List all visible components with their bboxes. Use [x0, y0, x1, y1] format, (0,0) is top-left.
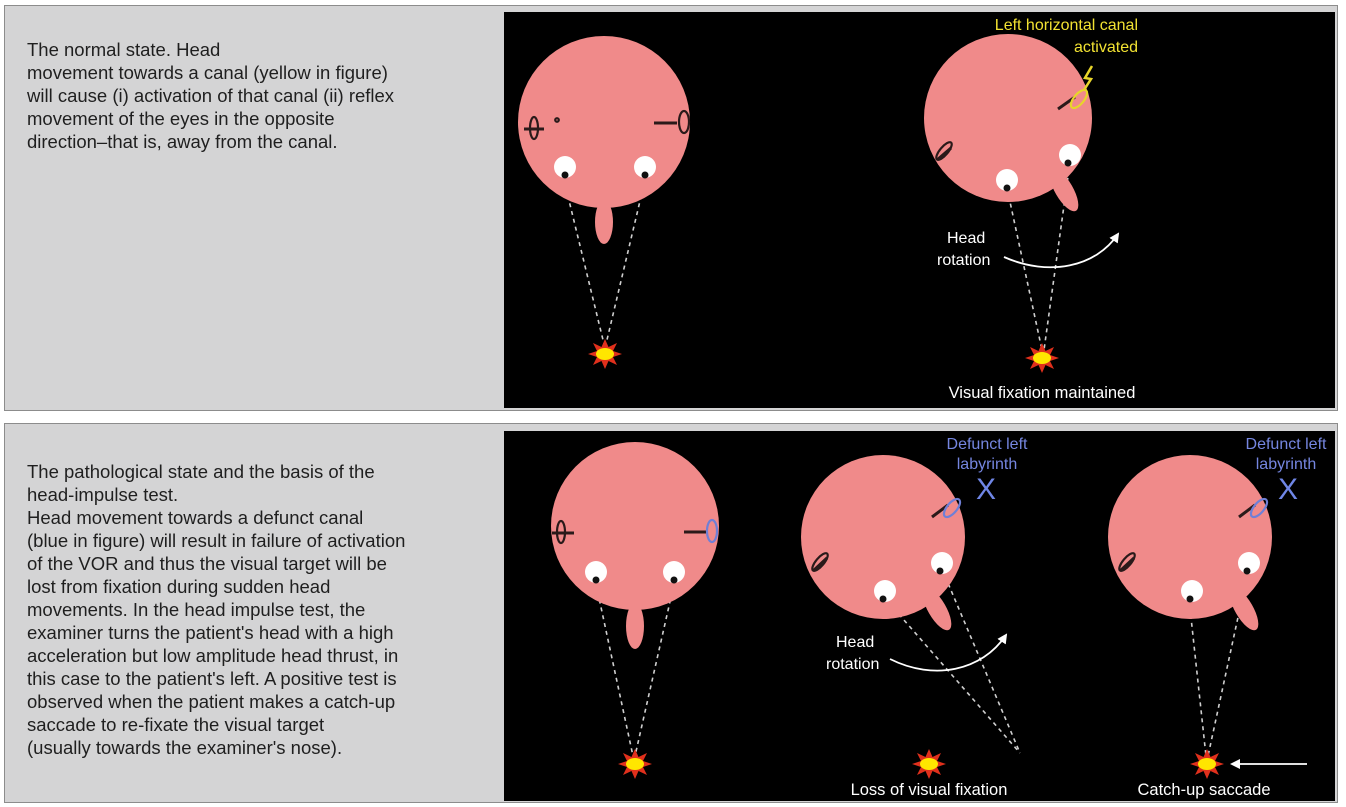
- activated-label-line1: Left horizontal canal: [995, 17, 1138, 34]
- head-rotation-label-line2: rotation: [826, 656, 879, 673]
- fixation-maintained-caption: Visual fixation maintained: [949, 384, 1136, 402]
- normal-state-description: The normal state. Head movement towards …: [27, 38, 497, 153]
- defunct-label-b-line2: labyrinth: [957, 456, 1017, 473]
- pathological-state-panel: The pathological state and the basis of …: [4, 423, 1338, 803]
- visual-target-a: [618, 749, 652, 779]
- loss-of-fixation-caption: Loss of visual fixation: [851, 781, 1008, 799]
- defunct-label-c-line2: labyrinth: [1256, 456, 1316, 473]
- visual-target-b: [912, 749, 946, 779]
- pathological-state-description: The pathological state and the basis of …: [27, 460, 497, 759]
- head-rotated: [924, 34, 1092, 350]
- normal-state-illustration: Left horizontal canal activated Head rot…: [504, 12, 1335, 408]
- head-rotation-label-line2: rotation: [937, 252, 990, 269]
- defunct-label-b-line1: Defunct left: [947, 436, 1028, 453]
- normal-state-panel: The normal state. Head movement towards …: [4, 5, 1338, 411]
- defunct-label-c-line1: Defunct left: [1246, 436, 1327, 453]
- defunct-x-mark-b: X: [976, 473, 996, 506]
- visual-target-c: [1190, 749, 1224, 779]
- visual-target-2: [1025, 343, 1059, 373]
- defunct-x-mark-c: X: [1278, 473, 1298, 506]
- head-neutral: [518, 36, 690, 344]
- rotation-arrow: [890, 635, 1006, 671]
- visual-target-1: [588, 339, 622, 369]
- head-neutral-defunct: [551, 442, 719, 756]
- head-rotation-label-line1: Head: [836, 634, 874, 651]
- head-rotated-catchup: [1108, 455, 1272, 756]
- head-rotation-label-line1: Head: [947, 230, 985, 247]
- pathological-state-illustration: Defunct left labyrinth X Head rotation L…: [504, 431, 1335, 801]
- activated-label-line2: activated: [1074, 39, 1138, 56]
- catchup-saccade-caption: Catch-up saccade: [1138, 781, 1271, 799]
